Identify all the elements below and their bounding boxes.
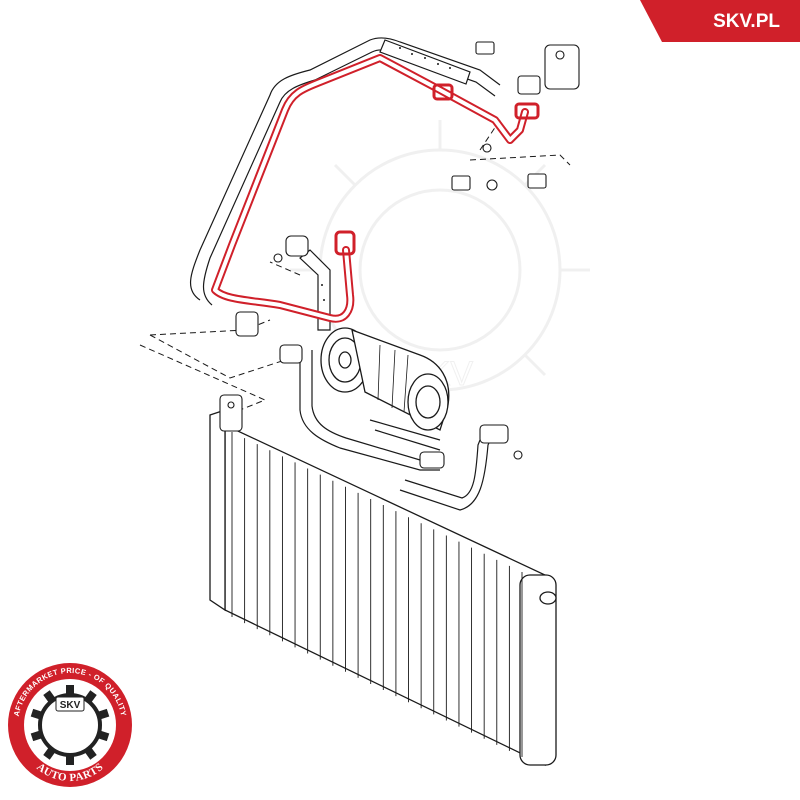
lower-hoses xyxy=(299,350,496,511)
seal-gear-tooth xyxy=(98,708,110,720)
seal-gear-tooth xyxy=(30,708,42,720)
seal-gear-tooth xyxy=(30,730,42,742)
seal-gear-tooth xyxy=(84,690,97,703)
brand-tab-shape xyxy=(640,0,800,42)
seal-center-text: SKV xyxy=(60,700,81,711)
seal-gear-tooth xyxy=(84,747,97,760)
highlighted-ac-hose xyxy=(211,54,540,323)
fittings-and-bolts xyxy=(235,41,580,469)
seal-gear-tooth xyxy=(43,747,56,760)
seal-gear-tooth xyxy=(66,685,74,694)
condenser-bracket xyxy=(219,394,243,432)
ac-compressor xyxy=(320,327,450,431)
flex-hose-upper xyxy=(299,39,471,331)
ac-condenser xyxy=(209,409,557,767)
quality-seal: AFTERMARKET PRICE - OF QUALITY AUTO PART… xyxy=(8,663,132,787)
seal-gear-tooth xyxy=(43,690,56,703)
condenser-fins xyxy=(231,432,523,757)
seal-gear-tooth xyxy=(66,756,74,765)
brand-name: SKV.PL xyxy=(713,11,780,32)
seal-gear-tooth xyxy=(98,730,110,742)
